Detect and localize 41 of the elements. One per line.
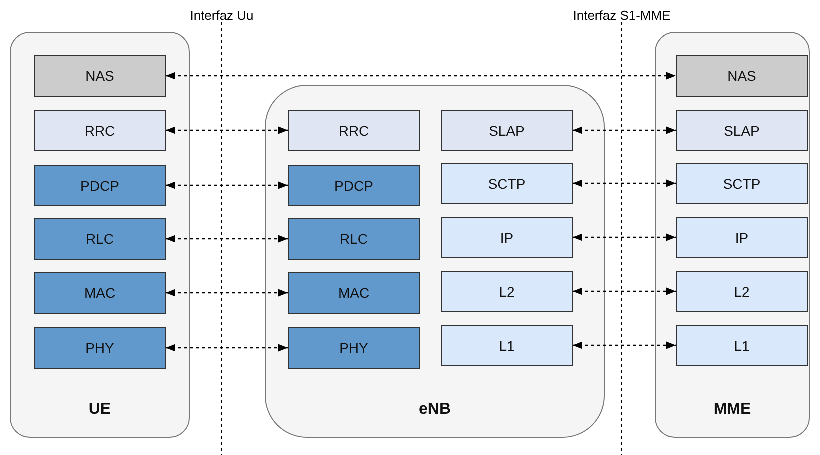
protocol-layer-box: SCTP xyxy=(441,163,573,204)
protocol-layer-box: SCTP xyxy=(676,163,808,204)
protocol-layer-box: RLC xyxy=(288,218,420,260)
protocol-layer-box: L2 xyxy=(441,271,573,312)
protocol-layer-box: IP xyxy=(676,217,808,258)
arrow xyxy=(166,344,288,352)
protocol-layer-box: L2 xyxy=(676,271,808,312)
protocol-layer-box: PDCP xyxy=(288,165,420,206)
protocol-layer-box: SLAP xyxy=(441,110,573,151)
arrow xyxy=(166,289,288,297)
arrow xyxy=(573,126,676,134)
network-element-panel xyxy=(655,32,810,438)
arrow xyxy=(573,342,676,350)
panel-title: eNB xyxy=(418,401,451,419)
protocol-layer-box: PHY xyxy=(34,327,166,369)
network-element-panel xyxy=(265,85,605,438)
protocol-layer-box: RLC xyxy=(34,218,166,260)
protocol-layer-box: SLAP xyxy=(676,110,808,151)
arrow xyxy=(573,288,676,296)
interface-label: Interfaz Uu xyxy=(190,8,254,23)
protocol-layer-box: IP xyxy=(441,217,573,258)
protocol-layer-box: RRC xyxy=(34,110,166,151)
protocol-layer-box: NAS xyxy=(34,55,166,97)
arrow xyxy=(166,182,288,190)
panel-title: MME xyxy=(714,401,752,419)
protocol-layer-box: NAS xyxy=(676,55,808,97)
protocol-layer-box: PDCP xyxy=(34,165,166,206)
protocol-layer-box: RRC xyxy=(288,110,420,151)
arrow xyxy=(573,180,676,188)
arrow xyxy=(166,72,676,80)
arrow xyxy=(166,235,288,243)
protocol-layer-box: L1 xyxy=(676,325,808,366)
panel-title: UE xyxy=(88,401,112,419)
protocol-layer-box: MAC xyxy=(34,272,166,314)
network-element-panel xyxy=(10,32,190,438)
protocol-layer-box: PHY xyxy=(288,327,420,369)
protocol-layer-box: MAC xyxy=(288,272,420,314)
protocol-layer-box: L1 xyxy=(441,325,573,366)
arrow xyxy=(166,126,288,134)
arrow xyxy=(573,234,676,242)
interface-label: Interfaz S1-MME xyxy=(573,8,671,23)
